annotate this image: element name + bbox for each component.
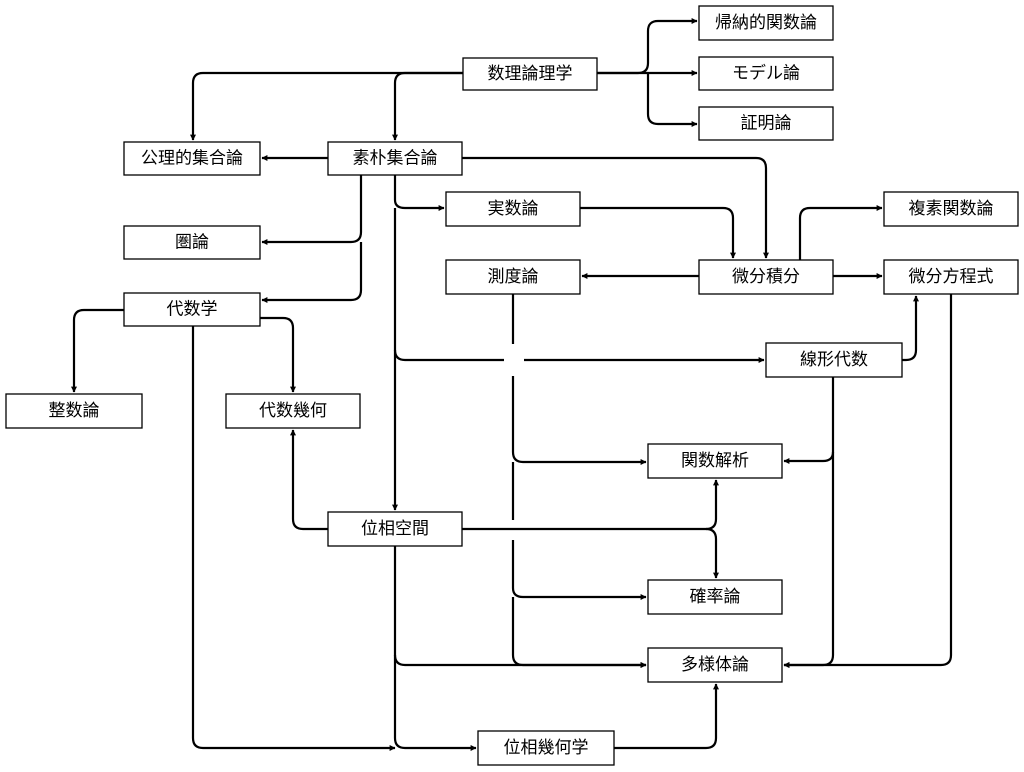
edge-topological-space-to-algebraic-geometry	[290, 429, 328, 531]
node-model-theory: モデル論	[698, 56, 834, 91]
node-measure-theory: 測度論	[445, 259, 581, 295]
edge-algebra-to-number-theory	[71, 308, 124, 393]
edges-layer	[71, 18, 953, 751]
node-manifold-theory: 多様体論	[647, 647, 783, 683]
node-label: 帰納的関数論	[715, 13, 817, 33]
node-label: 複素関数論	[909, 199, 994, 219]
edge-algebra-to-topological-geometry	[191, 326, 396, 751]
node-label: 整数論	[49, 401, 100, 421]
node-differential-equations: 微分方程式	[883, 259, 1019, 295]
edge-algebra-to-algebraic-geometry	[260, 316, 296, 393]
node-box	[445, 191, 581, 227]
edge-real-analysis-to-calculus	[580, 206, 736, 259]
node-label: 関数解析	[681, 451, 749, 471]
node-label: 圏論	[175, 233, 209, 253]
node-mathematical-logic: 数理論理学	[462, 57, 598, 91]
node-box	[698, 259, 834, 295]
edge-topological-space-to-probability-theory	[705, 527, 719, 579]
node-label: 確率論	[690, 587, 741, 607]
node-naive-set-theory: 素朴集合論	[327, 141, 463, 176]
edge-differential-equations-to-manifold-theory	[783, 294, 953, 668]
edge-naive-set-theory-to-manifold-theory	[393, 546, 647, 668]
edge-linear-algebra-to-manifold-theory	[783, 452, 835, 668]
node-label: 公理的集合論	[141, 149, 243, 169]
node-box	[765, 342, 903, 378]
node-box	[698, 56, 834, 91]
edge-linear-algebra-to-functional-analysis	[783, 377, 835, 464]
node-calculus: 微分積分	[698, 259, 834, 295]
edge-naive-set-theory-to-algebra	[261, 242, 363, 303]
edge-mathematical-logic-to-naive-set-theory	[392, 71, 463, 141]
node-label: 実数論	[488, 199, 539, 219]
edge-naive-set-theory-to-topological-geometry	[393, 655, 477, 751]
node-label: 代数学	[167, 300, 218, 320]
edge-calculus-to-complex-analysis	[798, 205, 883, 260]
node-label: 数理論理学	[488, 64, 573, 84]
edge-linear-algebra-to-differential-equations	[902, 295, 919, 362]
node-label: 線形代数	[800, 350, 868, 370]
node-label: 測度論	[488, 267, 539, 287]
node-box	[647, 443, 783, 479]
node-recursion-theory: 帰納的関数論	[698, 5, 834, 41]
node-box	[123, 141, 261, 176]
node-box	[647, 647, 783, 683]
node-box	[5, 393, 143, 429]
node-box	[225, 393, 361, 429]
node-label: 微分方程式	[909, 267, 994, 287]
node-functional-analysis: 関数解析	[647, 443, 783, 479]
edge-mathematical-logic-to-proof-theory	[646, 73, 698, 127]
node-label: 微分積分	[732, 267, 800, 287]
edge-measure-theory-to-probability-theory	[511, 462, 646, 597]
node-label: 代数幾何	[259, 401, 327, 421]
node-topological-space: 位相空間	[327, 511, 463, 547]
node-box	[327, 141, 463, 176]
node-box	[123, 292, 261, 327]
node-proof-theory: 証明論	[698, 106, 834, 141]
node-label: 証明論	[741, 114, 792, 134]
node-box	[698, 5, 834, 41]
node-complex-analysis: 複素関数論	[883, 191, 1019, 227]
node-topological-geometry: 位相幾何学	[477, 730, 615, 766]
node-algebra: 代数学	[123, 292, 261, 327]
node-real-analysis: 実数論	[445, 191, 581, 227]
node-box	[462, 57, 598, 91]
node-linear-algebra: 線形代数	[765, 342, 903, 378]
edge-topological-geometry-to-manifold-theory	[614, 683, 719, 750]
node-label: モデル論	[732, 63, 800, 84]
node-label: 素朴集合論	[353, 149, 438, 169]
node-label: 位相幾何学	[504, 738, 589, 758]
node-category-theory: 圏論	[123, 225, 261, 260]
edge-measure-theory-to-functional-analysis	[511, 294, 646, 462]
node-label: 位相空間	[361, 519, 429, 539]
node-box	[445, 259, 581, 295]
node-box	[883, 191, 1019, 227]
node-algebraic-geometry: 代数幾何	[225, 393, 361, 429]
node-box	[477, 730, 615, 766]
edge-topological-space-to-functional-analysis	[462, 479, 719, 531]
edge-naive-set-theory-to-calculus	[462, 156, 769, 259]
node-box	[123, 225, 261, 260]
edge-naive-set-theory-to-category-theory	[261, 175, 363, 245]
node-box	[698, 106, 834, 141]
edge-mathematical-logic-to-recursion-theory	[597, 18, 698, 75]
node-probability-theory: 確率論	[647, 579, 783, 615]
node-number-theory: 整数論	[5, 393, 143, 429]
node-label: 多様体論	[681, 655, 749, 675]
edge-mathematical-logic-to-axiomatic-set-theory	[190, 71, 463, 141]
node-box	[883, 259, 1019, 295]
node-box	[647, 579, 783, 615]
node-box	[327, 511, 463, 547]
edge-measure-theory-to-manifold-theory	[511, 597, 647, 668]
edge-naive-set-theory-to-real-analysis	[393, 175, 445, 211]
node-axiomatic-set-theory: 公理的集合論	[123, 141, 261, 176]
